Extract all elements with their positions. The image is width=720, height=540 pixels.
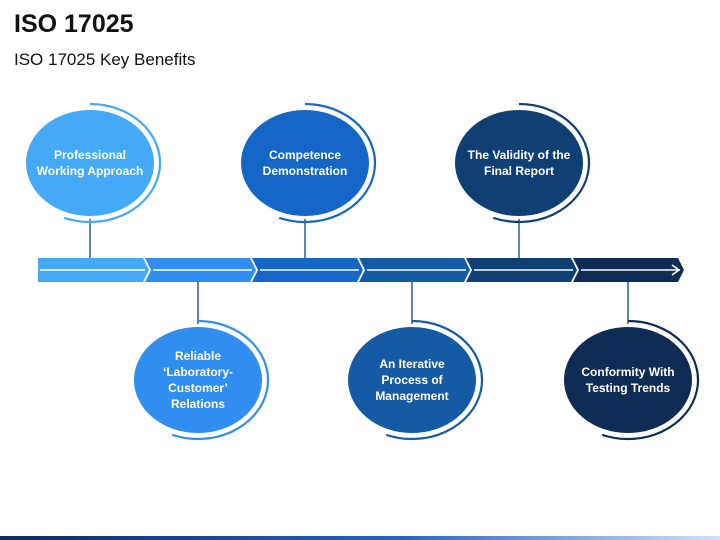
benefit-circle-2 xyxy=(134,327,262,433)
circle-ring xyxy=(492,102,591,224)
circle-ring xyxy=(601,319,700,441)
page-title: ISO 17025 xyxy=(14,10,134,38)
circle-ring xyxy=(385,319,484,441)
benefit-circle-5 xyxy=(455,110,583,216)
timeline-arrowhead xyxy=(671,264,681,276)
benefit-circle-1 xyxy=(26,110,154,216)
benefit-circle-4 xyxy=(348,327,476,433)
benefit-label-3: Competence Demonstration xyxy=(262,148,348,178)
benefit-label-1: Professional Working Approach xyxy=(36,148,144,178)
benefit-circle-3 xyxy=(241,110,369,216)
circle-ring xyxy=(63,102,162,224)
benefit-label-6: Conformity With Testing Trends xyxy=(581,365,675,395)
benefit-circle-6 xyxy=(564,327,692,433)
page-subtitle: ISO 17025 Key Benefits xyxy=(14,50,196,69)
timeline-arrow xyxy=(38,258,684,282)
benefit-label-4: An Iterative Process of Management xyxy=(375,357,449,403)
benefit-label-2: Reliable ‘Laboratory- Customer’ Relation… xyxy=(162,349,233,411)
circle-rings xyxy=(63,102,700,441)
circle-ring xyxy=(278,102,377,224)
benefit-circles xyxy=(23,107,695,436)
footer-bar xyxy=(0,536,720,540)
benefit-label-5: The Validity of the Final Report xyxy=(467,148,571,178)
circle-ring xyxy=(171,319,270,441)
